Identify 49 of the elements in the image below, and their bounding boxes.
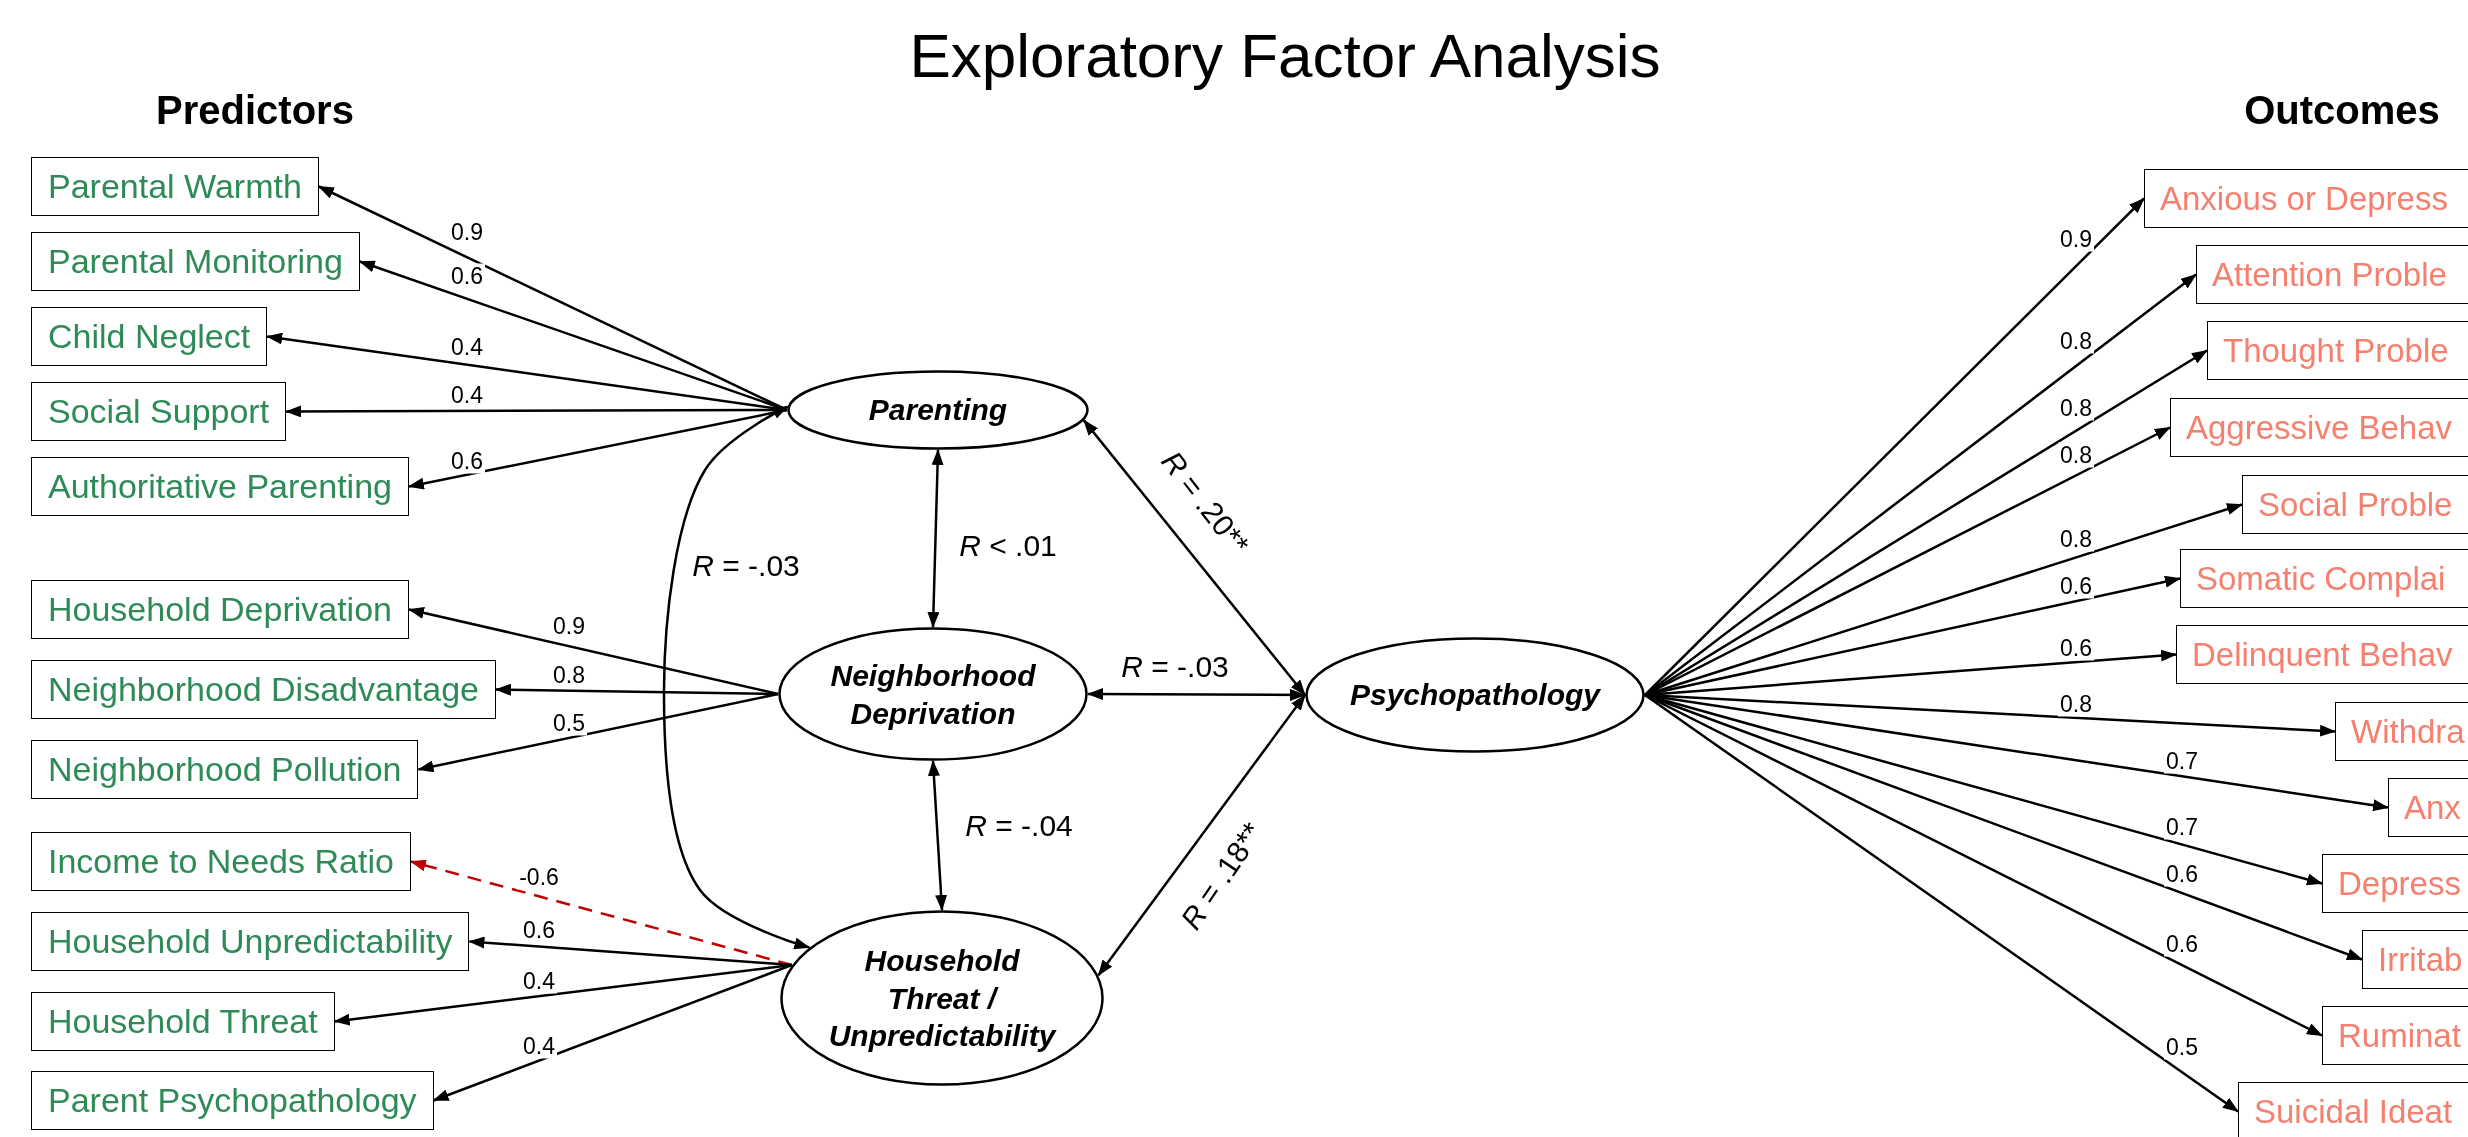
indicator-box: Social Proble [2242,475,2468,534]
indicator-box: Anxious or Depress [2144,169,2468,228]
indicator-box: Income to Needs Ratio [31,832,411,891]
indicator-box: Attention Proble [2196,245,2468,304]
indicator-box: Suicidal Ideat [2238,1082,2468,1137]
indicator-box: Social Support [31,382,287,441]
arrow [1644,693,2239,1113]
indicator-box: Authoritative Parenting [31,457,409,516]
diagram-title: Exploratory Factor Analysis [909,19,1661,91]
arrow [409,859,793,967]
indicator-box: Thought Proble [2207,321,2468,380]
indicator-box: Ruminat [2322,1006,2468,1065]
arrow [927,760,948,911]
indicator-box: Anx [2388,778,2468,837]
arrow [408,607,779,696]
arrow [408,408,788,490]
indicator-box: Aggressive Behav [2170,398,2468,457]
indicator-box: Parent Psychopathology [31,1071,434,1130]
indicator-box: Household Deprivation [31,580,409,639]
indicator-box: Neighborhood Pollution [31,740,419,799]
factor-name: Psychopathology [1348,677,1602,714]
indicator-box: Delinquent Behav [2176,625,2468,684]
arrow [432,963,793,1102]
arrow [1082,419,1306,696]
indicator-box: Irritab [2362,930,2468,989]
arrow [1644,273,2197,696]
indicator-box: Depress [2322,854,2468,913]
factor-name: Household Threat / Unpredictability [827,942,1058,1054]
indicator-box: Child Neglect [31,307,268,366]
arrow [417,692,779,773]
factor-name: Parenting [867,392,1009,429]
indicator-box: Parental Warmth [31,157,319,216]
arrow [662,405,811,950]
indicator-box: Household Threat [31,992,335,1051]
factor-name: Neighborhood Deprivation [829,657,1037,732]
arrow [1087,688,1306,701]
arrow [927,449,944,628]
edge-label: 0.8 [2058,442,2094,468]
column-heading: Predictors [156,87,354,133]
indicator-box: Household Unpredictability [31,912,470,971]
indicator-box: Withdra [2335,702,2468,761]
indicator-box: Somatic Complai [2180,549,2468,608]
arrow [1097,694,1306,977]
indicator-box: Parental Monitoring [31,232,360,291]
arrow [1644,693,2323,1037]
column-heading: Outcomes [2244,87,2440,133]
arrow [333,963,792,1026]
arrow [317,185,788,412]
indicator-box: Neighborhood Disadvantage [31,660,496,719]
